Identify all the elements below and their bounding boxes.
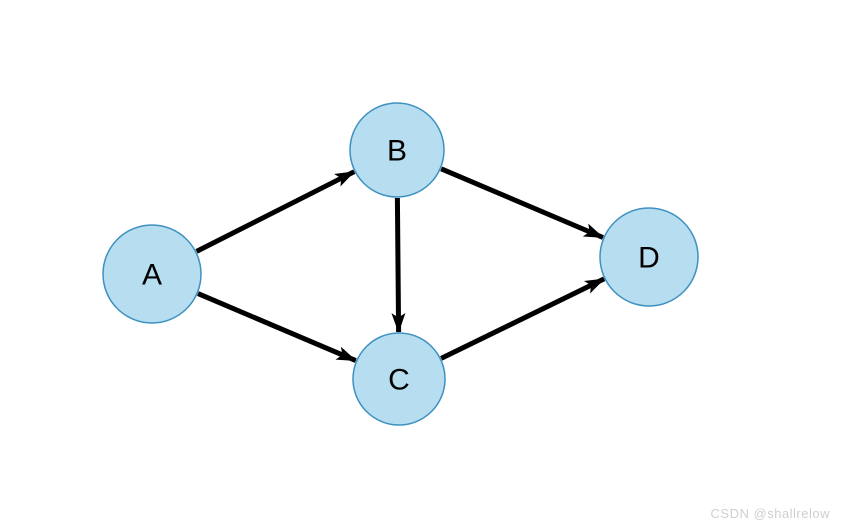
edge-B-D [440, 166, 604, 240]
edge-C-D [440, 276, 606, 361]
node-circle-B [349, 102, 445, 198]
node-A: A [102, 224, 202, 324]
watermark: CSDN @shallrelow [710, 506, 830, 521]
edge-A-C [197, 291, 357, 363]
edge-A-B [195, 169, 356, 254]
node-C: C [352, 332, 446, 426]
node-label-C: C [388, 364, 410, 397]
node-layer: A B C D [102, 102, 699, 426]
node-D: D [599, 207, 699, 307]
node-label-A: A [142, 259, 162, 292]
node-circle-D [599, 207, 699, 307]
node-circle-A [102, 224, 202, 324]
edge-layer [195, 166, 606, 363]
node-circle-C [352, 332, 446, 426]
node-label-D: D [638, 242, 660, 275]
node-B: B [349, 102, 445, 198]
edge-B-C [391, 197, 406, 333]
node-label-B: B [387, 135, 407, 168]
